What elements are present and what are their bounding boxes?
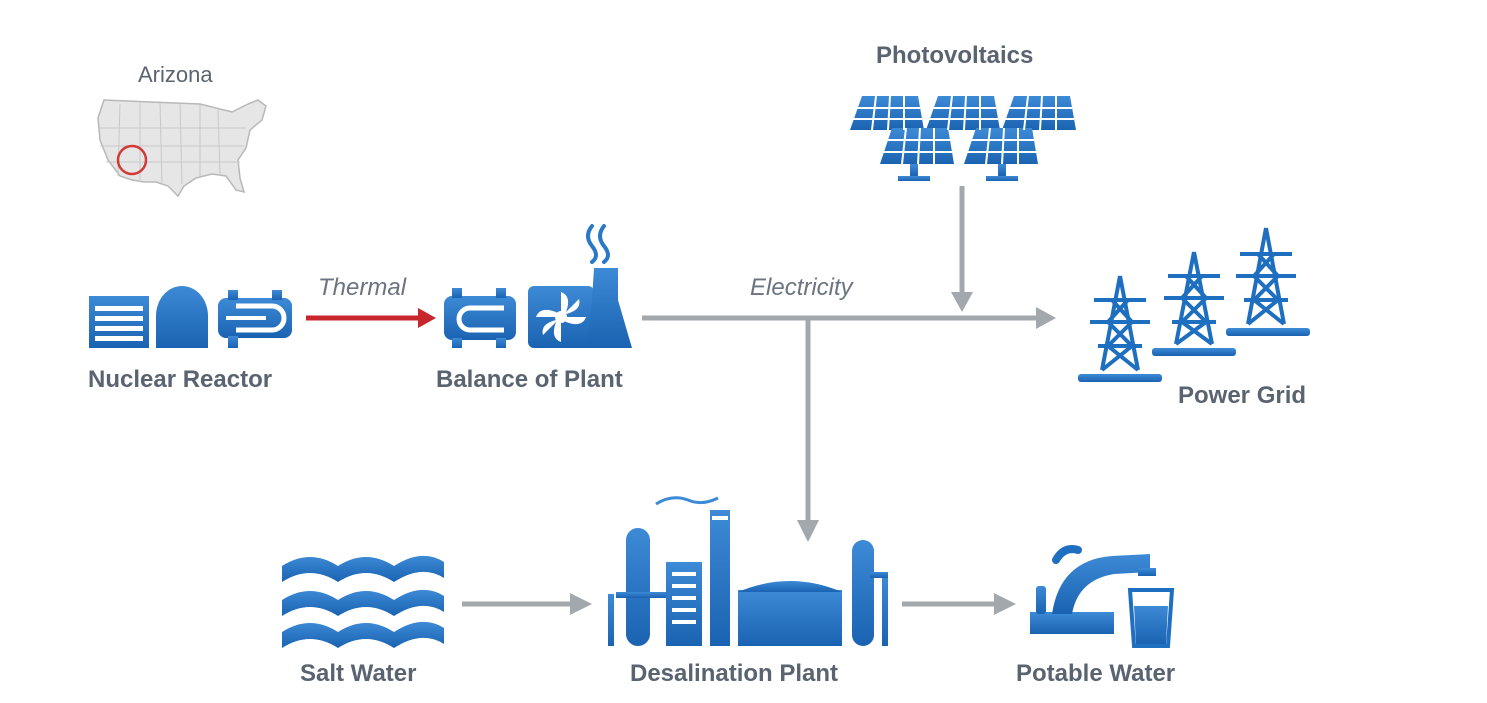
electricity-flow-label: Electricity [750,274,853,301]
nuclear-reactor-icon [89,286,292,348]
balance-of-plant-label: Balance of Plant [436,366,623,393]
desal-building-windows [672,516,728,624]
desalination-plant-icon [608,510,888,646]
photovoltaics-label: Photovoltaics [876,42,1034,69]
power-grid-label: Power Grid [1178,382,1307,409]
potable-water-label: Potable Water [1016,660,1176,687]
us-map-icon [97,99,267,198]
photovoltaics-icon [850,95,1076,181]
electricity-flow-lines [642,186,1040,524]
salt-water-icon [282,555,444,648]
desalination-plant-label: Desalination Plant [630,660,839,687]
power-grid-icon [1090,227,1296,372]
potable-water-icon [1030,545,1175,648]
arizona-marker-icon [116,144,148,176]
region-label: Arizona [138,62,213,87]
salt-water-label: Salt Water [300,660,417,687]
thermal-flow-label: Thermal [318,274,407,301]
power-grid-base [1078,328,1310,382]
steam-icon [655,496,719,506]
balance-of-plant-icon [444,224,632,348]
nuclear-reactor-label: Nuclear Reactor [88,366,273,393]
